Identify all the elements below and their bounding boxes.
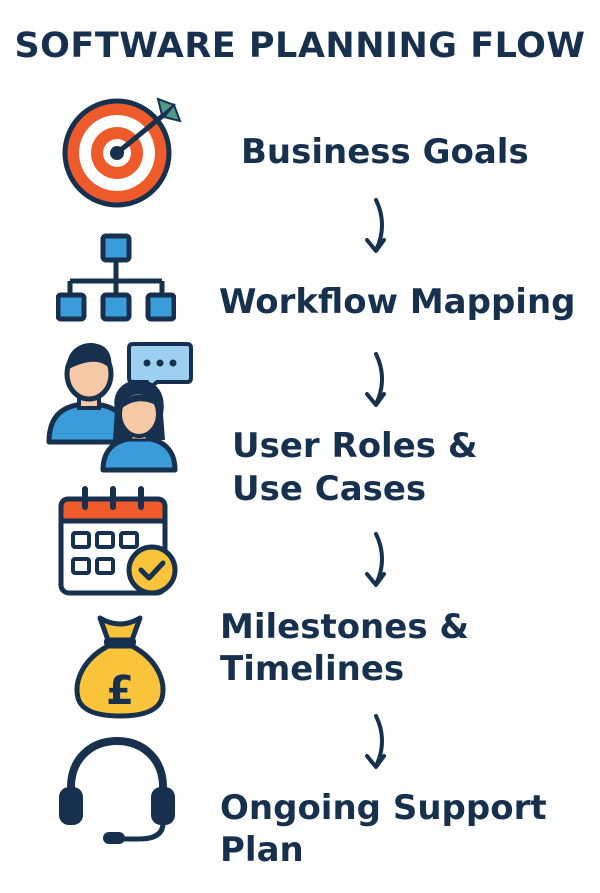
step-label-workflow-mapping: Workflow Mapping [219, 282, 576, 322]
money-bag-icon: £ [74, 615, 166, 719]
step-label-user-roles-line-1: User Roles & [232, 426, 478, 466]
step-label-user-roles-line-2: Use Cases [232, 469, 427, 509]
step-label-milestones-line-1: Milestones & [220, 607, 470, 647]
flow-arrow [365, 532, 386, 587]
flow-arrow [365, 198, 386, 253]
flow-arrow [365, 714, 386, 769]
hierarchy-icon [56, 233, 176, 322]
step-label-support-line-1: Ongoing Support [220, 788, 547, 828]
target-icon [62, 97, 182, 208]
calendar-check-icon [58, 486, 178, 596]
step-label-business-goals: Business Goals [241, 132, 529, 172]
headset-icon [59, 736, 175, 844]
step-label-milestones-line-2: Timelines [220, 649, 405, 689]
diagram-title: SOFTWARE PLANNING FLOW [14, 26, 586, 66]
step-label-support-line-2: Plan [220, 830, 304, 870]
pound-sign: £ [106, 668, 134, 714]
flow-arrow [365, 352, 386, 407]
users-chat-icon [46, 342, 193, 473]
